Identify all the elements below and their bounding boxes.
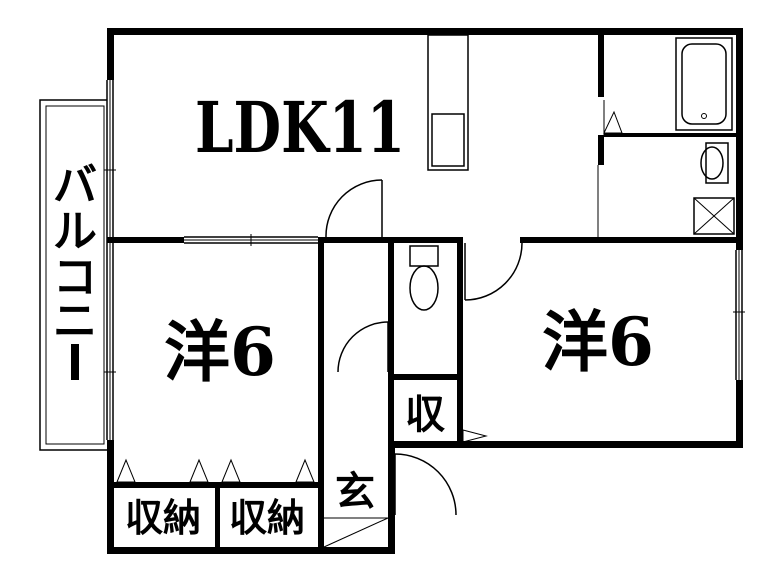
door-swing-right-bedroom <box>464 242 523 301</box>
closet-door-markers <box>116 458 315 483</box>
washroom-door <box>603 100 623 135</box>
room-label-entrance: 玄 <box>335 468 375 515</box>
east-window <box>733 250 745 380</box>
toilet-upper <box>700 142 729 184</box>
door-swing-hall <box>337 321 389 373</box>
door-swing-entrance <box>394 453 457 516</box>
room-label-bedroom-right: 洋6 <box>542 303 654 381</box>
washing-machine-pan <box>693 197 735 235</box>
storage-door-marker <box>462 429 488 443</box>
balcony-char: ニ <box>53 296 97 347</box>
toilet <box>409 245 439 311</box>
room-label-storage: 収 <box>405 391 445 438</box>
room-label-bedroom-left: 洋6 <box>164 313 276 391</box>
sliding-door-ldk-bedroom <box>184 234 318 246</box>
room-label-closet-1: 収納 <box>125 495 201 540</box>
balcony-char: ル <box>53 206 97 257</box>
door-swing-ldk <box>325 179 383 238</box>
balcony-label: バ ル コ ニ <box>53 160 97 380</box>
balcony-char: バ <box>53 160 97 211</box>
kitchen-counter <box>427 34 469 171</box>
balcony-char: コ <box>53 252 97 303</box>
interior-walls <box>107 35 742 554</box>
room-label-closet-2: 収納 <box>229 495 305 540</box>
balcony-window <box>104 80 116 440</box>
balcony-long-dash <box>71 344 79 380</box>
bathtub <box>675 37 733 131</box>
entrance-step <box>323 517 389 548</box>
room-label-ldk: LDK11 <box>195 86 405 169</box>
